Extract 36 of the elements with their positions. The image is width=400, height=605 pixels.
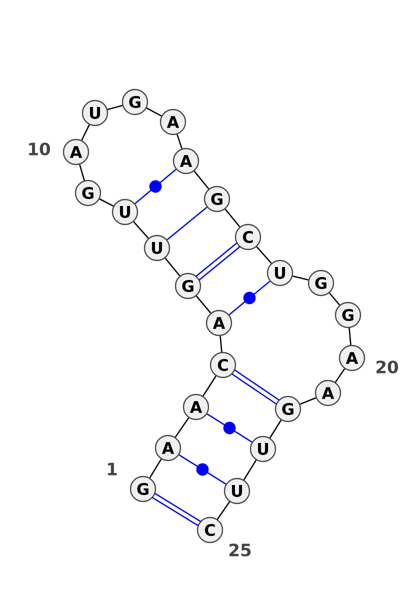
backbone-line <box>300 397 316 405</box>
backbone-line <box>146 108 162 116</box>
backbone-line <box>133 221 149 239</box>
base-pair-line <box>152 492 202 526</box>
position-number: 10 <box>29 142 50 156</box>
backbone-line <box>81 124 90 141</box>
backbone-line <box>328 292 340 306</box>
backbone-line <box>334 368 346 383</box>
backbone-line <box>202 376 216 396</box>
backbone-line <box>348 328 352 346</box>
backbone-line <box>79 164 85 181</box>
backbone-line <box>224 208 240 228</box>
backbone-line <box>164 258 180 276</box>
backbone-line <box>149 458 162 478</box>
position-number: 1 <box>108 462 117 476</box>
backbone-line <box>216 501 230 520</box>
backbone-line <box>174 417 190 438</box>
position-number: 25 <box>230 544 251 556</box>
backbone-line <box>292 275 308 281</box>
backbone-line <box>194 170 210 190</box>
base-pair-line <box>134 168 176 204</box>
backbone-line <box>176 134 182 149</box>
base-pair-line <box>178 454 226 485</box>
backbone-line <box>99 198 114 207</box>
backbone-line <box>269 420 282 438</box>
base-pair-line <box>231 369 280 405</box>
base-pair-line <box>206 413 252 443</box>
position-number: 20 <box>376 360 398 374</box>
backbone-line <box>243 460 257 480</box>
backbone-line <box>220 336 222 352</box>
backbone-line <box>107 104 123 110</box>
base-pair-line <box>228 280 270 316</box>
backbone-line <box>256 246 272 264</box>
backbone-line <box>196 296 212 314</box>
base-pair-line <box>195 242 241 281</box>
base-pair-line <box>166 206 208 240</box>
